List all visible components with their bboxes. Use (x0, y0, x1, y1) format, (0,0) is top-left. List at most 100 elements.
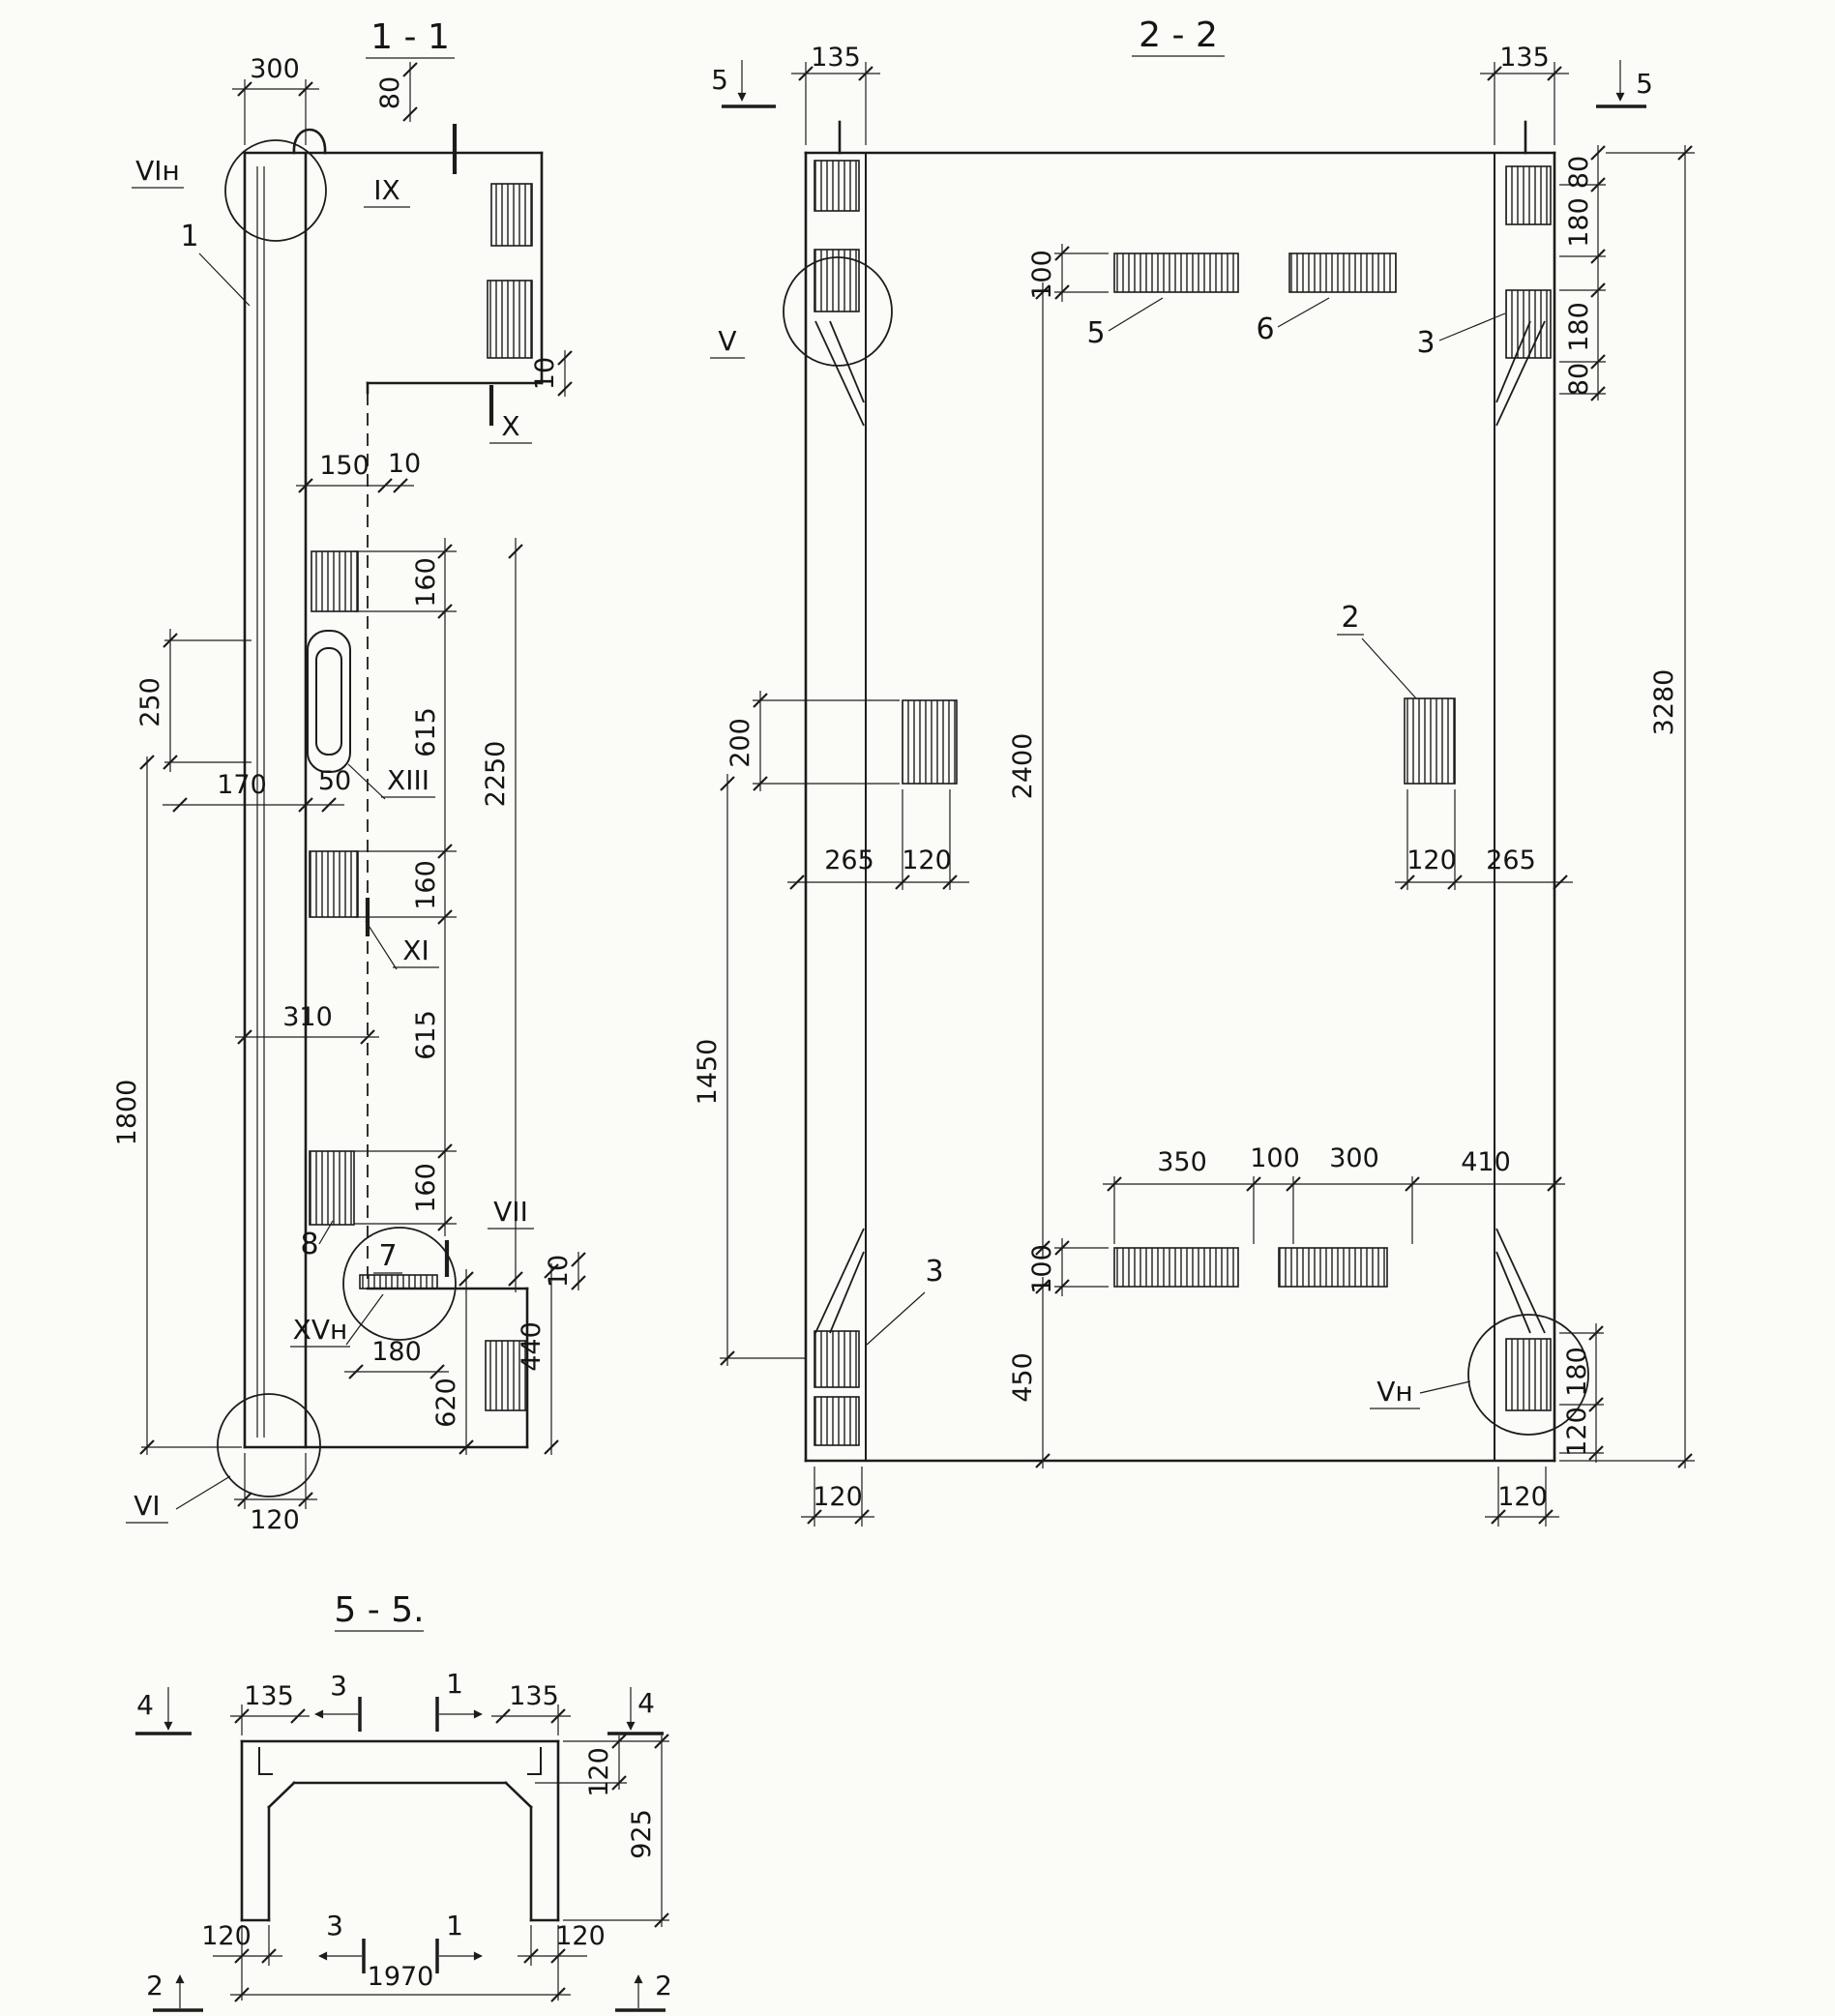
s55-dim-135-right: 135 (509, 1681, 559, 1711)
s55-section-mark-4-right: 4 (637, 1687, 655, 1719)
s11-labels: 300 80 IX VIн 1 10 X 150 10 160 615 160 … (112, 54, 574, 1535)
s22-embed-item2 (1404, 697, 1456, 785)
s22-section-mark-5-right: 5 (1636, 68, 1653, 100)
s11-dim-310: 310 (282, 1002, 333, 1032)
s11-mark-xvn: XVн (293, 1314, 348, 1346)
s22-dim-120-bottom-right-chain: 120 (1562, 1407, 1592, 1457)
s11-dim-620: 620 (431, 1378, 461, 1428)
s11-dim-300: 300 (250, 54, 300, 84)
s22-left-flange-embed-bot2 (814, 1396, 860, 1446)
s22-dim-265-left: 265 (824, 845, 874, 875)
s22-dim-450: 450 (1008, 1352, 1038, 1403)
s11-mark-vii: VII (493, 1196, 528, 1228)
s11-detail-circle-vin (224, 139, 327, 242)
s22-dim-2400: 2400 (1008, 733, 1038, 800)
s55-channel-outline (240, 1739, 560, 1922)
s11-dim-180: 180 (371, 1337, 422, 1367)
s11-dim-2250: 2250 (481, 741, 511, 808)
s11-dim-160b: 160 (411, 860, 441, 910)
s22-dim-135-left: 135 (811, 43, 861, 73)
s11-mark-x: X (501, 410, 519, 442)
s11-mark-ix: IX (373, 174, 400, 206)
s11-mark-vin: VIн (135, 155, 180, 187)
section-2-2-title: 2 - 2 (1139, 15, 1218, 55)
s22-left-flange-embed-bot1 (814, 1330, 860, 1388)
s11-dim-10c: 10 (544, 1255, 574, 1288)
s55-section-mark-2-right: 2 (655, 1970, 672, 2001)
s11-detail-circles (217, 139, 457, 1497)
s22-dim-120-bottom-left: 120 (813, 1482, 863, 1512)
s11-mark-xi: XI (402, 934, 429, 966)
section-2-2: 2 - 2 (693, 15, 1695, 1527)
s11-dim-170: 170 (217, 770, 267, 800)
s55-corner-bar-marks (258, 1747, 542, 1775)
s11-keyway-embed-bottom (485, 1340, 528, 1411)
s22-dim-80b: 80 (1564, 363, 1594, 396)
s22-dim-300: 300 (1329, 1143, 1379, 1173)
lifting-loop-icon (292, 128, 327, 155)
s22-right-flange-embed-top2 (1505, 289, 1552, 359)
s22-dim-180a: 180 (1564, 197, 1594, 248)
section-1-1-title: 1 - 1 (370, 17, 450, 57)
s22-embed-item5 (1113, 252, 1239, 293)
s11-dim-10b: 10 (388, 449, 421, 479)
s22-flange-inner-faces (865, 153, 1495, 1461)
s22-mark-vn: Vн (1376, 1376, 1412, 1408)
s22-dim-265-right: 265 (1486, 845, 1536, 875)
s22-item-2: 2 (1341, 601, 1359, 635)
s22-embed-low-b (1278, 1247, 1388, 1288)
s55-dim-120-bottom-left: 120 (201, 1921, 252, 1951)
s11-dim-50: 50 (318, 766, 351, 796)
s11-mark-xiii: XIII (387, 764, 429, 796)
s22-haunch-lines (814, 320, 1546, 1334)
s11-detail-circle-7 (342, 1227, 457, 1341)
s55-dim-120-right: 120 (584, 1747, 614, 1797)
s11-dim-120: 120 (250, 1505, 300, 1535)
s22-panel-outline (804, 120, 1556, 1463)
s22-dim-100-low: 100 (1250, 1143, 1300, 1173)
s11-slot-outer (307, 630, 351, 773)
s22-embed-item6 (1288, 252, 1397, 293)
s11-dim-10a: 10 (530, 357, 560, 390)
s22-mark-v: V (718, 325, 736, 357)
s22-dim-100-top: 100 (1027, 250, 1057, 300)
s11-panel-outline (243, 128, 544, 1449)
s55-dimension-lines (135, 1687, 670, 2012)
s22-item-3-bottom: 3 (925, 1255, 943, 1289)
s22-item-6: 6 (1256, 312, 1274, 346)
s22-dim-180-bottom: 180 (1562, 1347, 1592, 1397)
s11-embed-plates (307, 183, 533, 1411)
s55-section-mark-2-left: 2 (146, 1970, 163, 2001)
s55-dim-120-bottom-right: 120 (555, 1921, 606, 1951)
s11-dim-1800: 1800 (112, 1080, 142, 1146)
s11-keyway-embed-second (487, 280, 533, 359)
s22-embed-low-a (1113, 1247, 1239, 1288)
s22-dim-100-bottom: 100 (1027, 1244, 1057, 1294)
s22-embed-mid-left (902, 699, 958, 785)
s11-dim-250: 250 (135, 677, 165, 727)
s55-section-mark-1-bottom: 1 (446, 1910, 463, 1942)
s22-item-5: 5 (1086, 316, 1105, 350)
s22-dim-120-right: 120 (1406, 845, 1457, 875)
s11-rebar-lines (256, 166, 265, 1438)
s22-detail-circle-vn (1467, 1314, 1589, 1436)
s11-slot-inner (315, 647, 342, 756)
s11-dim-160a: 160 (411, 557, 441, 608)
s11-keyway-embed-top (490, 183, 533, 247)
s55-section-mark-4-left: 4 (136, 1689, 154, 1721)
s22-dim-120-left: 120 (902, 845, 952, 875)
section-1-1: 1 - 1 (112, 17, 587, 1535)
s11-dim-615a: 615 (411, 707, 441, 757)
s55-dim-925: 925 (627, 1809, 657, 1859)
s22-dim-200: 200 (725, 718, 755, 768)
s22-dim-120-bottom-right: 120 (1497, 1482, 1548, 1512)
s55-section-mark-1-top: 1 (446, 1668, 463, 1700)
s11-dim-615b: 615 (411, 1010, 441, 1060)
s55-section-mark-3-bottom: 3 (326, 1910, 343, 1942)
s22-item-3-top: 3 (1416, 326, 1435, 360)
s11-weld-strip (359, 1274, 438, 1290)
s11-dim-440: 440 (517, 1321, 547, 1372)
section-5-5: 5 - 5. (135, 1590, 672, 2012)
